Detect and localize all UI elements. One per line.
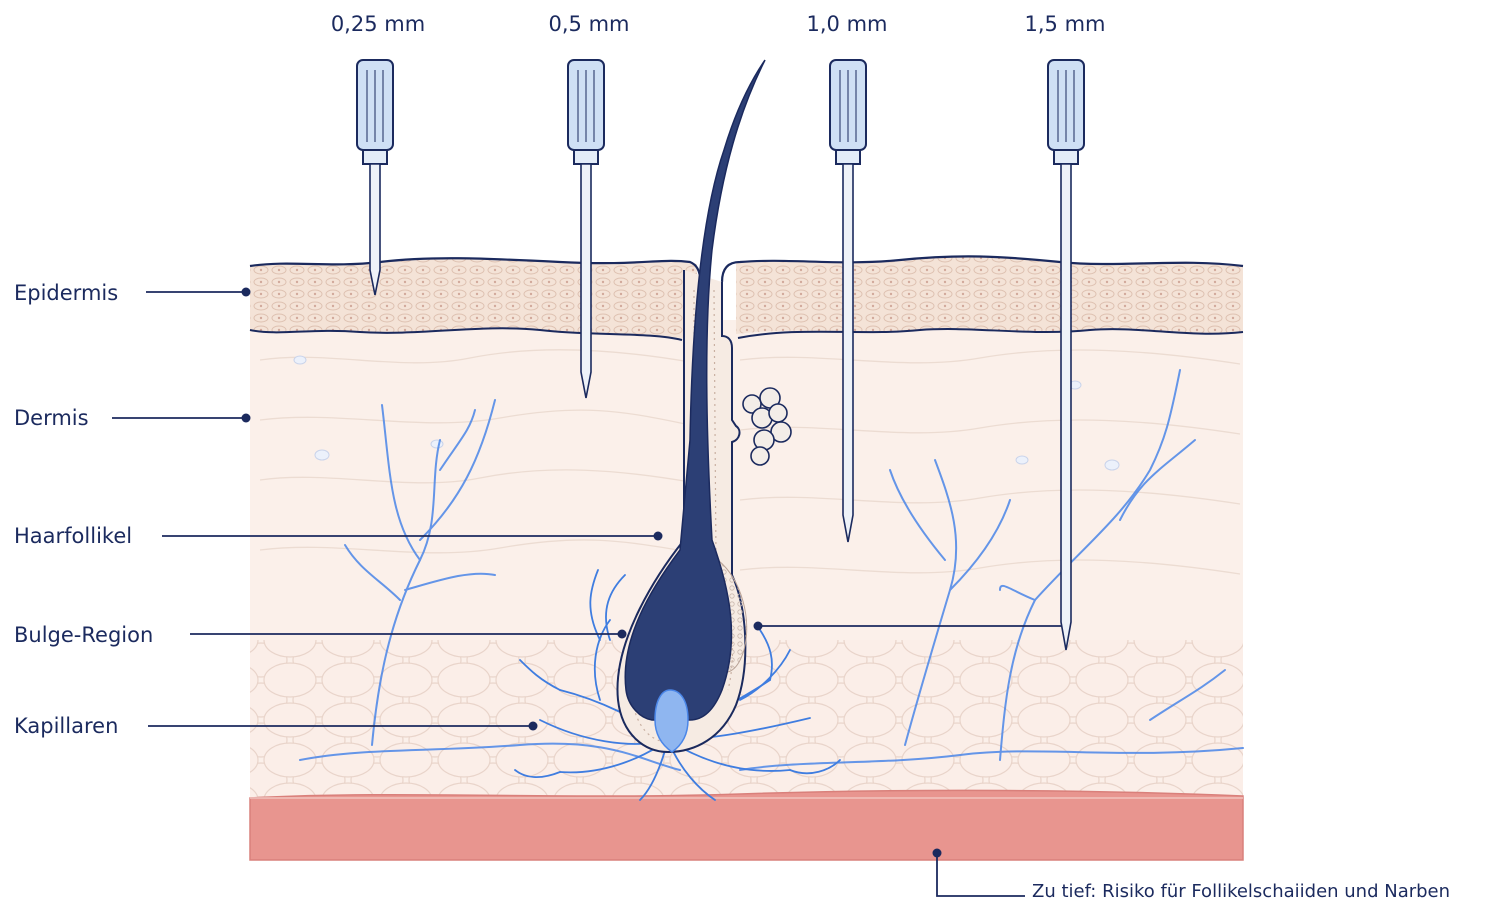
subcutis-layer bbox=[249, 789, 1244, 861]
hair-shaft bbox=[624, 59, 766, 721]
skin-surface-line bbox=[249, 257, 702, 281]
dermal-papilla bbox=[654, 689, 689, 753]
dermis-cells bbox=[293, 355, 1120, 471]
dermis-fibres bbox=[259, 349, 1241, 575]
fat-layer bbox=[250, 640, 1243, 800]
needle-15 bbox=[1047, 59, 1085, 651]
needle-label-10: 1,0 mm bbox=[806, 12, 888, 36]
needle-05 bbox=[567, 59, 605, 399]
label-bulge-region: Bulge-Region bbox=[14, 623, 154, 647]
label-haarfollikel: Haarfollikel bbox=[14, 524, 133, 548]
leader-lines bbox=[112, 291, 1062, 897]
label-dermis: Dermis bbox=[14, 406, 89, 430]
label-epidermis: Epidermis bbox=[14, 281, 119, 305]
label-kapillaren: Kapillaren bbox=[14, 714, 119, 738]
needle-10 bbox=[829, 59, 867, 543]
needle-label-15: 1,5 mm bbox=[1024, 12, 1106, 36]
label-too-deep-warning: Zu tief: Risiko für Follikelschaiiden un… bbox=[1032, 881, 1451, 902]
needle-label-025: 0,25 mm bbox=[330, 12, 426, 36]
capillary-network bbox=[299, 369, 1244, 771]
leader-dots bbox=[241, 287, 942, 858]
needle-label-05: 0,5 mm bbox=[548, 12, 630, 36]
sebaceous-gland bbox=[742, 387, 792, 466]
needle-025 bbox=[356, 59, 394, 296]
